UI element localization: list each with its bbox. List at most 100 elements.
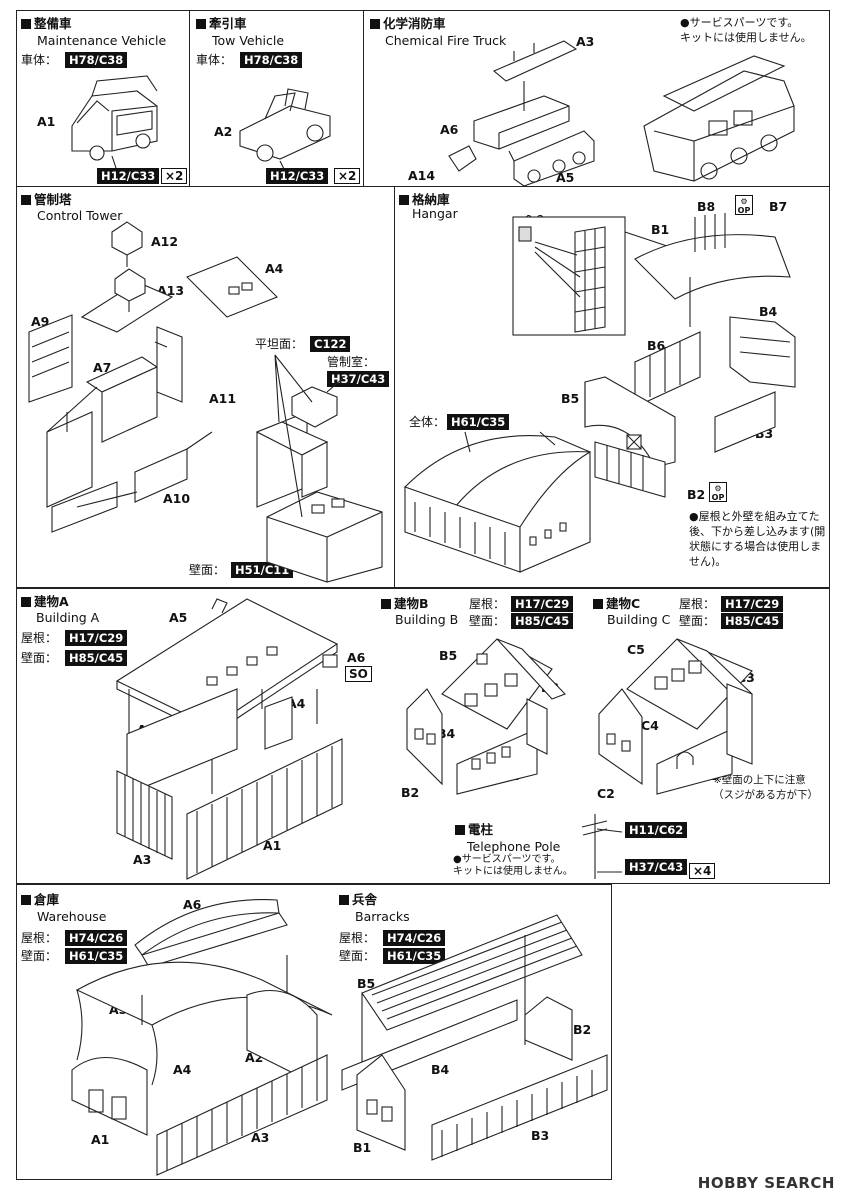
roof-label: 屋根： <box>679 597 716 611</box>
section-title-ja: 倉庫 <box>21 893 59 907</box>
color-code: H78/C38 <box>240 52 303 68</box>
section-title-en: Warehouse <box>37 909 107 924</box>
section-title-ja: 格納庫 <box>399 193 450 207</box>
part-label: A2 <box>214 124 233 139</box>
wall-label: 壁面： <box>339 949 376 963</box>
roof-label: 屋根： <box>339 931 376 945</box>
wall-code: H61/C35 <box>65 948 128 964</box>
section-title-ja: 牽引車 <box>196 17 247 31</box>
quantity-badge: ×2 <box>334 168 361 184</box>
part-label: A1 <box>91 1132 110 1147</box>
wall-orientation-note: ※壁面の上下に注意 （スジがある方が下） <box>713 774 818 801</box>
roof-label: 屋根： <box>469 597 506 611</box>
roof-code: H74/C26 <box>65 930 128 946</box>
panel-control-tower: 管制塔 Control Tower A12 A13 A4 A9 A7 A11 A… <box>16 186 396 588</box>
quantity-badge: ×2 <box>161 168 188 184</box>
roof-label: 屋根： <box>21 631 58 645</box>
part-label: B2 <box>687 487 706 502</box>
part-label: A5 <box>556 170 575 185</box>
wheel-color-code: H12/C33 <box>266 168 329 184</box>
so-badge: SO <box>345 666 372 682</box>
panel-buildings: 建物A Building A 屋根： H17/C29 壁面： H85/C45 A… <box>16 588 830 884</box>
part-label: B8 <box>697 199 716 214</box>
section-title-en: Building C <box>607 612 671 627</box>
part-label: A5 <box>169 610 188 625</box>
section-title-ja: 管制塔 <box>21 193 72 207</box>
part-label: B2 <box>401 785 420 800</box>
tow-vehicle-drawing <box>239 88 331 172</box>
fire-truck-exploded-drawing <box>448 40 795 187</box>
panel-warehouse-barracks: 倉庫 Warehouse 屋根： H74/C26 壁面： H61/C35 A6 … <box>16 884 612 1180</box>
wall-code: H85/C45 <box>511 613 574 629</box>
section-title-ja: 化学消防車 <box>370 17 446 31</box>
part-label: A6 <box>440 122 459 137</box>
part-label: A10 <box>163 491 191 506</box>
service-parts-note: ●サービスパーツです。 キットには使用しません。 <box>453 854 573 877</box>
section-title-en: Hangar <box>412 206 458 221</box>
part-label: A3 <box>133 852 152 867</box>
section-title-ja: 建物A <box>21 595 69 609</box>
roof-code: H17/C29 <box>721 596 784 612</box>
part-label: A12 <box>151 234 179 249</box>
part-label: B6 <box>647 338 666 353</box>
section-title-en: Chemical Fire Truck <box>385 33 507 48</box>
part-label: A6 <box>347 650 366 665</box>
part-label: B1 <box>651 222 670 237</box>
section-title-ja: 建物B <box>381 597 429 611</box>
part-label: A6 <box>183 897 202 912</box>
part-label: C2 <box>597 786 615 801</box>
optional-part-badge: ⚙OP <box>735 195 753 215</box>
part-label: A1 <box>37 114 56 129</box>
body-label: 車体： <box>196 53 233 67</box>
control-room-label: 管制室： <box>327 355 376 369</box>
part-label: A4 <box>265 261 284 276</box>
part-label: A14 <box>408 168 436 183</box>
optional-part-badge: ⚙OP <box>709 482 727 502</box>
wheel-color-code: H12/C33 <box>97 168 160 184</box>
part-label: A9 <box>31 314 50 329</box>
section-title-ja: 電柱 <box>455 823 493 837</box>
section-title-en: Tow Vehicle <box>212 33 285 48</box>
whole-code: H61/C35 <box>447 414 510 430</box>
roof-code: H74/C26 <box>383 930 446 946</box>
part-label: A11 <box>209 391 237 406</box>
quantity-badge: ×4 <box>689 863 716 879</box>
part-label: B3 <box>531 1128 550 1143</box>
roof-code: H17/C29 <box>511 596 574 612</box>
part-label: B5 <box>561 391 580 406</box>
roof-label: 屋根： <box>21 931 58 945</box>
wall-code: H85/C45 <box>65 650 128 666</box>
part-label: B2 <box>573 1022 592 1037</box>
maintenance-vehicle-drawing <box>71 75 158 172</box>
warehouse-barracks-exploded-drawing <box>71 899 608 1176</box>
section-title-en: Control Tower <box>37 208 123 223</box>
hangar-door-note: ●屋根と外壁を組み立てた後、下から差し込みます(開状態にする場合は使用しません)… <box>689 510 826 568</box>
wall-code: H61/C35 <box>383 948 446 964</box>
part-label: B7 <box>769 199 788 214</box>
section-title-ja: 建物C <box>593 597 640 611</box>
part-label: C5 <box>627 642 645 657</box>
pole-code-1: H11/C62 <box>625 822 688 838</box>
buildings-exploded-drawing <box>115 598 753 880</box>
wall-code: H85/C45 <box>721 613 784 629</box>
section-title-ja: 整備車 <box>21 17 72 31</box>
part-label: B5 <box>357 976 376 991</box>
pole-code-2: H37/C43 <box>625 859 688 875</box>
panel-chemical-fire-truck: 化学消防車 Chemical Fire Truck ●サービスパーツです。 キッ… <box>363 10 830 188</box>
control-tower-exploded-drawing <box>28 221 383 583</box>
section-title-en: Building B <box>395 612 459 627</box>
service-parts-note: ●サービスパーツです。 キットには使用しません。 <box>680 16 812 44</box>
wall-label: 壁面： <box>679 614 716 628</box>
part-label: B5 <box>439 648 458 663</box>
panel-maintenance-vehicle: 整備車 Maintenance Vehicle 車体： H78/C38 A1 H… <box>16 10 191 188</box>
part-label: B4 <box>431 1062 450 1077</box>
control-room-code: H37/C43 <box>327 371 390 387</box>
panel-tow-vehicle: 牽引車 Tow Vehicle 車体： H78/C38 A2 H12/C33 ×… <box>189 10 365 188</box>
wall-label: 壁面： <box>189 563 226 577</box>
hangar-exploded-drawing <box>404 213 796 573</box>
roof-code: H17/C29 <box>65 630 128 646</box>
body-label: 車体： <box>21 53 58 67</box>
section-title-en: Barracks <box>355 909 410 924</box>
flat-surface-label: 平坦面： <box>255 337 304 351</box>
part-label: A3 <box>576 34 595 49</box>
